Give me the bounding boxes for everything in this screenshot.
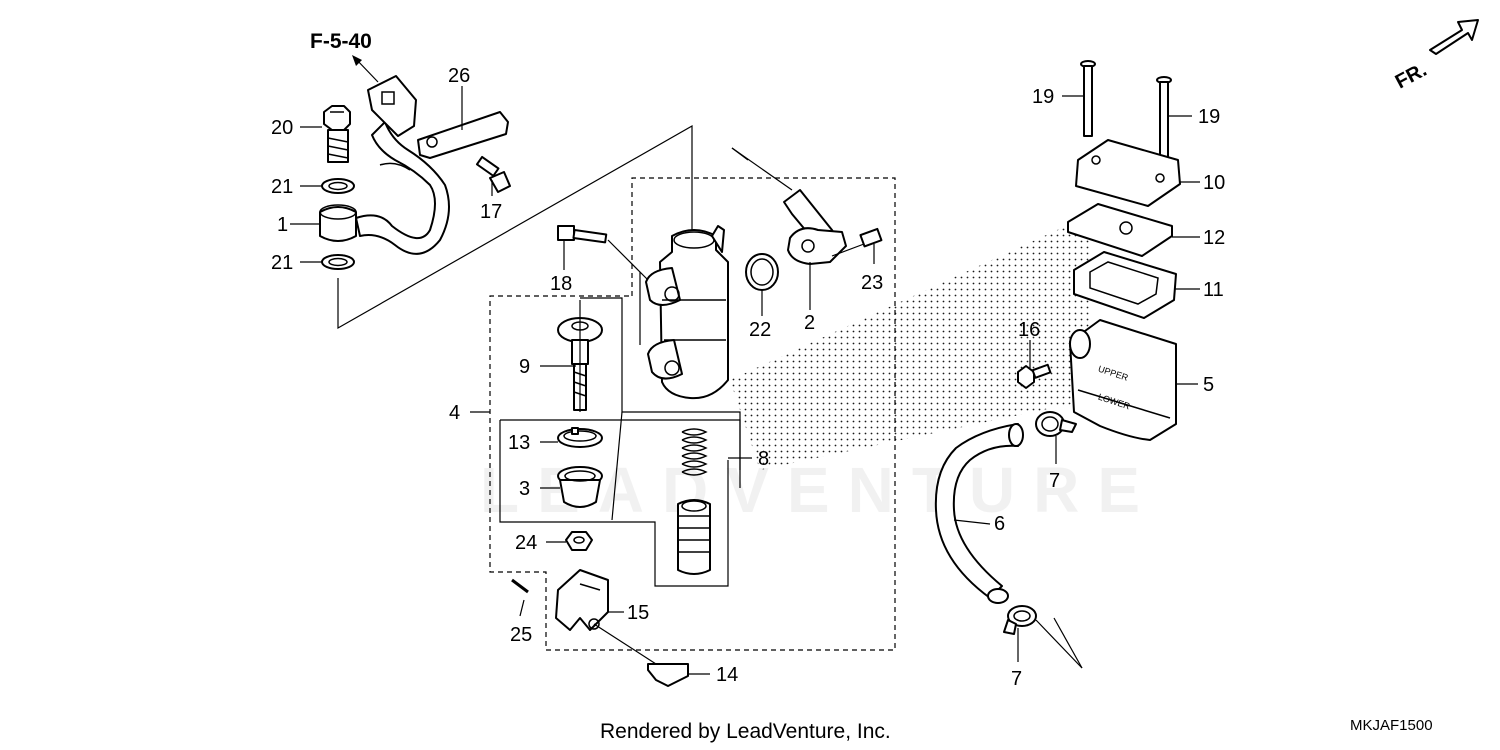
callout-21-lower: 21 — [271, 252, 293, 274]
callout-15: 15 — [627, 602, 649, 624]
callout-2: 2 — [804, 312, 815, 334]
master-cylinder-body — [645, 225, 729, 400]
callout-21-upper: 21 — [271, 176, 293, 198]
part-8-spring — [681, 428, 708, 476]
part-21-washer-upper — [321, 178, 355, 194]
callout-12: 12 — [1203, 227, 1225, 249]
part-19-screw-right — [1156, 76, 1172, 159]
callout-17: 17 — [480, 201, 502, 223]
callout-3: 3 — [519, 478, 530, 500]
part-7-clamp-upper — [1035, 411, 1077, 437]
part-23-screw — [859, 227, 883, 248]
callout-11: 11 — [1203, 279, 1224, 301]
part-14-pin — [647, 663, 689, 687]
part-5-reservoir: UPPER LOWER — [1069, 319, 1177, 441]
part-1-hose — [319, 121, 450, 255]
callout-9: 9 — [519, 356, 530, 378]
callout-7-lower: 7 — [1011, 668, 1022, 690]
kit-8-outline — [500, 419, 741, 488]
front-label: FR. — [1392, 59, 1431, 94]
callout-1: 1 — [277, 214, 288, 236]
part-7-clamp-lower — [1003, 605, 1037, 635]
callout-19-left: 19 — [1032, 86, 1054, 108]
diagram-code: MKJAF1500 — [1350, 717, 1433, 734]
part-8-piston — [677, 499, 711, 575]
part-2-fitting — [783, 189, 847, 265]
callout-6: 6 — [994, 513, 1005, 535]
callout-13: 13 — [508, 432, 530, 454]
callout-23: 23 — [861, 272, 883, 294]
projection-shading — [730, 215, 1090, 470]
callout-25: 25 — [510, 624, 532, 646]
part-24-nut — [565, 531, 593, 551]
front-direction-indicator: FR. — [1392, 19, 1479, 94]
part-18-bolt — [557, 225, 608, 244]
callout-22: 22 — [749, 319, 771, 341]
callout-18: 18 — [550, 273, 572, 295]
callout-4: 4 — [449, 402, 460, 424]
assembly-4-outline — [489, 177, 896, 651]
reference-arrowhead — [352, 55, 362, 66]
part-26-bracket — [367, 75, 509, 159]
part-19-screw-left — [1080, 60, 1096, 137]
callout-24: 24 — [515, 532, 537, 554]
part-17-bolt — [475, 155, 511, 193]
callout-10: 10 — [1203, 172, 1225, 194]
callout-8: 8 — [758, 448, 769, 470]
callout-16: 16 — [1018, 319, 1040, 341]
callout-26: 26 — [448, 65, 470, 87]
part-6-hose — [934, 423, 1024, 604]
callout-20: 20 — [271, 117, 293, 139]
callout-7-upper: 7 — [1049, 470, 1060, 492]
part-15-clevis — [555, 569, 609, 631]
callout-14: 14 — [716, 664, 738, 686]
callout-5: 5 — [1203, 374, 1214, 396]
part-13-circlip — [557, 427, 603, 448]
part-20-bolt — [323, 105, 351, 163]
part-21-washer-lower — [321, 254, 355, 270]
part-10-cap — [1075, 139, 1181, 207]
part-12-plate — [1067, 203, 1173, 257]
part-11-diaphragm — [1073, 251, 1177, 319]
reference-label: F-5-40 — [310, 30, 372, 53]
footer-credit: Rendered by LeadVenture, Inc. — [600, 720, 891, 743]
part-25-cotter-pin — [511, 578, 529, 594]
part-3-cup — [557, 466, 603, 508]
part-16-bolt — [1017, 363, 1052, 389]
callout-19-right: 19 — [1198, 106, 1220, 128]
